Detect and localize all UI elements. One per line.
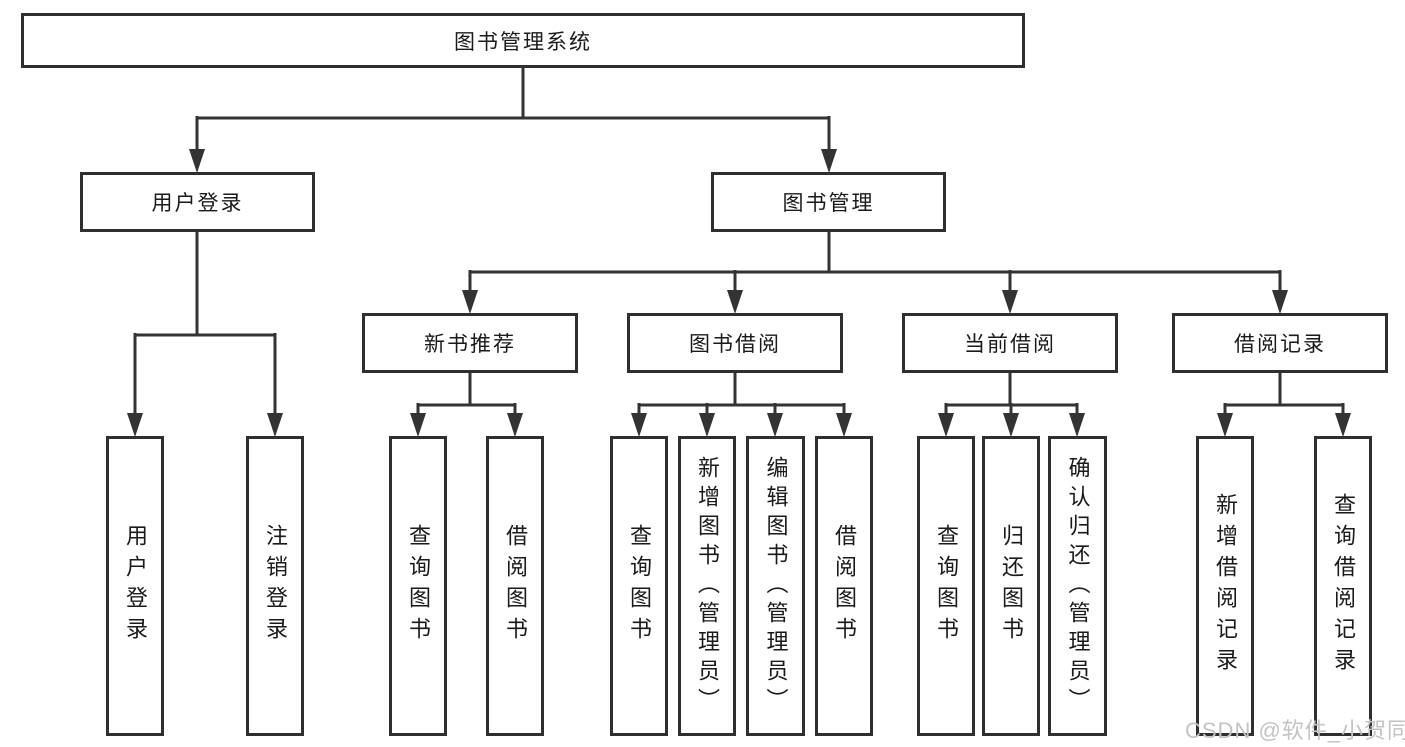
leaf-query-books-recommend-label: 查询图书 <box>406 524 431 648</box>
leaf-query-books-borrow: 查询图书 <box>610 436 668 736</box>
node-book-borrow: 图书借阅 <box>627 313 843 373</box>
leaf-borrow-books-recommend: 借阅图书 <box>486 436 544 736</box>
leaf-return-books: 归还图书 <box>982 436 1040 736</box>
leaf-borrow-books-label: 借阅图书 <box>832 524 857 648</box>
leaf-query-books-current-label: 查询图书 <box>934 524 959 648</box>
node-current-borrow-label: 当前借阅 <box>964 333 1056 356</box>
leaf-add-book-admin-label: 新增图书（管理员） <box>695 455 720 717</box>
leaf-borrow-books-recommend-label: 借阅图书 <box>503 524 528 648</box>
csdn-watermark: CSDN @软件_小贺同学 <box>1185 718 1405 743</box>
node-root-label: 图书管理系统 <box>454 30 592 54</box>
leaf-user-login-label: 用户登录 <box>123 524 148 648</box>
leaf-add-borrow-record: 新增借阅记录 <box>1196 436 1254 736</box>
leaf-confirm-return-admin-label: 确认归还（管理员） <box>1065 455 1091 717</box>
leaf-edit-book-admin: 编辑图书（管理员） <box>746 436 805 736</box>
node-current-borrow: 当前借阅 <box>902 313 1118 373</box>
node-user-login: 用户登录 <box>80 172 315 232</box>
leaf-query-books-recommend: 查询图书 <box>389 436 447 736</box>
leaf-borrow-books: 借阅图书 <box>815 436 873 736</box>
leaf-add-book-admin: 新增图书（管理员） <box>678 436 736 736</box>
leaf-query-books-borrow-label: 查询图书 <box>627 524 652 648</box>
leaf-edit-book-admin-label: 编辑图书（管理员） <box>763 455 789 717</box>
node-book-management-label: 图书管理 <box>782 192 875 215</box>
leaf-query-borrow-record-label: 查询借阅记录 <box>1331 493 1356 679</box>
node-borrow-records: 借阅记录 <box>1172 313 1388 373</box>
node-root: 图书管理系统 <box>21 13 1025 68</box>
node-new-book-recommend: 新书推荐 <box>362 313 578 373</box>
leaf-add-borrow-record-label: 新增借阅记录 <box>1213 493 1238 679</box>
leaf-logout-label: 注销登录 <box>263 524 288 648</box>
leaf-return-books-label: 归还图书 <box>999 524 1024 648</box>
arrowheads <box>127 149 1351 437</box>
node-borrow-records-label: 借阅记录 <box>1234 333 1326 356</box>
leaf-user-login: 用户登录 <box>106 436 164 736</box>
leaf-confirm-return-admin: 确认归还（管理员） <box>1048 436 1107 736</box>
node-new-book-recommend-label: 新书推荐 <box>424 333 516 356</box>
leaf-query-borrow-record: 查询借阅记录 <box>1314 436 1372 736</box>
leaf-logout: 注销登录 <box>246 436 304 736</box>
node-book-management: 图书管理 <box>711 172 946 232</box>
node-book-borrow-label: 图书借阅 <box>689 333 781 356</box>
node-user-login-label: 用户登录 <box>151 192 244 215</box>
leaf-query-books-current: 查询图书 <box>917 436 975 736</box>
